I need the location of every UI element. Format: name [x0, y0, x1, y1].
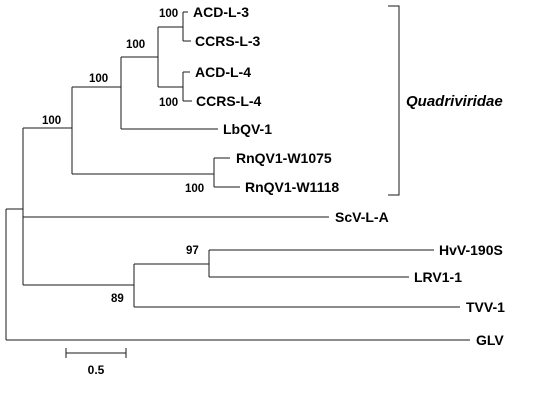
- taxon-label-glv: GLV: [476, 332, 504, 348]
- taxon-label-tvv-1: TVV-1: [466, 299, 505, 315]
- taxon-label-ccrs-l-4: CCRS-L-4: [196, 93, 262, 109]
- taxon-label-hvv-190s: HvV-190S: [439, 242, 503, 258]
- support-value: 100: [42, 115, 61, 127]
- taxon-label-ccrs-l-3: CCRS-L-3: [195, 33, 261, 49]
- support-value: 100: [89, 73, 108, 85]
- taxon-label-scv-l-a: ScV-L-A: [335, 209, 389, 225]
- taxon-label-acd-l-4: ACD-L-4: [195, 64, 251, 80]
- taxon-label-rnqv1-w1075: RnQV1-W1075: [236, 150, 332, 166]
- taxon-label-lbqv-1: LbQV-1: [223, 121, 272, 137]
- support-value: 100: [185, 183, 204, 195]
- support-value: 97: [186, 245, 199, 257]
- clade-label-quadriviridae: Quadriviridae: [406, 93, 503, 110]
- taxon-label-rnqv1-w1118: RnQV1-W1118: [245, 179, 339, 195]
- scale-bar-label: 0.5: [88, 363, 105, 377]
- taxon-label-acd-l-3: ACD-L-3: [193, 4, 249, 20]
- support-value: 100: [159, 8, 178, 20]
- support-value: 100: [159, 97, 178, 109]
- support-value: 100: [126, 39, 145, 51]
- clade-bracket: [388, 5, 400, 196]
- support-value: 89: [111, 293, 124, 305]
- taxon-label-lrv1-1: LRV1-1: [414, 269, 462, 285]
